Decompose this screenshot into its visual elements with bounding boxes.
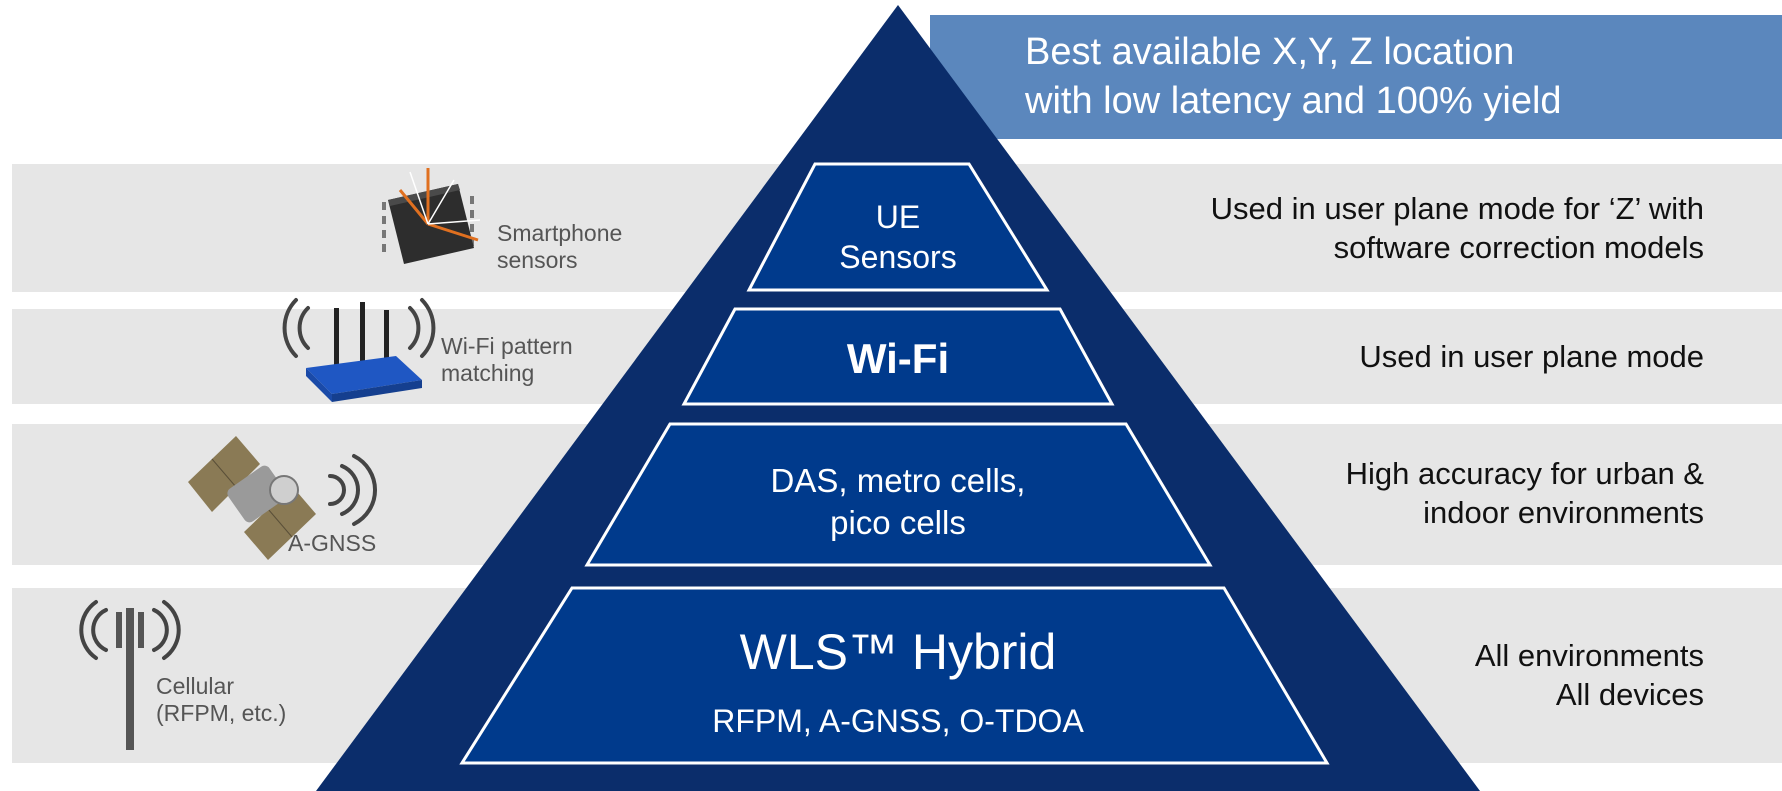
description-wls-line-2: All devices: [1555, 677, 1704, 712]
icon-label-cellular: Cellular (RFPM, etc.): [156, 673, 286, 727]
tier-das-label: DAS, metro cells, pico cells: [698, 460, 1098, 544]
description-das-line-2: indoor environments: [1423, 495, 1704, 530]
description-sensors-line-2: software correction models: [1333, 230, 1704, 265]
wifi-router-icon: [282, 298, 436, 402]
description-wifi-line-1: Used in user plane mode: [1359, 339, 1704, 374]
description-das: High accuracy for urban & indoor environ…: [1346, 454, 1704, 532]
description-wls: All environments All devices: [1475, 636, 1704, 714]
header-line-2: with low latency and 100% yield: [1025, 80, 1562, 122]
description-das-line-1: High accuracy for urban &: [1345, 456, 1704, 491]
tier-wls-shape: [459, 586, 1330, 765]
icon-label-satellite-line-1: A-GNSS: [288, 530, 377, 556]
tier-das-line-2: pico cells: [830, 504, 966, 541]
tier-ue-sensors-line-2: Sensors: [839, 239, 957, 275]
tier-ue-sensors-label: UE Sensors: [798, 197, 998, 277]
tier-wls-subtitle: RFPM, A-GNSS, O-TDOA: [712, 703, 1084, 739]
tier-ue-sensors-shape: [746, 162, 1050, 292]
tier-das-line-1: DAS, metro cells,: [770, 462, 1026, 499]
satellite-icon: [188, 436, 377, 560]
description-wifi: Used in user plane mode: [1359, 337, 1704, 376]
tier-ue-sensors-line-1: UE: [875, 199, 921, 235]
tier-wls-title: WLS™ Hybrid: [739, 624, 1057, 680]
sensor-chip-icon: [382, 168, 481, 264]
cell-tower-icon: [79, 600, 181, 750]
icon-label-sensors: Smartphone sensors: [497, 220, 622, 274]
description-sensors: Used in user plane mode for ‘Z’ with sof…: [1211, 189, 1704, 267]
header-line-1: Best available X,Y, Z location: [1025, 31, 1515, 73]
icon-label-wifi-line-2: matching: [441, 360, 535, 386]
icon-label-wifi: Wi-Fi pattern matching: [441, 333, 573, 387]
icon-label-sensors-line-1: Smartphone: [497, 220, 623, 246]
icon-label-sensors-line-2: sensors: [497, 247, 578, 273]
description-wls-line-1: All environments: [1474, 638, 1704, 673]
description-sensors-line-1: Used in user plane mode for ‘Z’ with: [1210, 191, 1704, 226]
icon-label-cellular-line-1: Cellular: [156, 673, 234, 699]
tier-wifi-label: Wi-Fi: [846, 335, 950, 382]
header-text: Best available X,Y, Z location with low …: [1025, 28, 1562, 126]
header-banner: [930, 15, 1782, 139]
icon-label-cellular-line-2: (RFPM, etc.): [156, 700, 287, 726]
tier-wifi-shape: [681, 307, 1115, 406]
icon-label-wifi-line-1: Wi-Fi pattern: [441, 333, 573, 359]
icon-label-satellite: A-GNSS: [288, 530, 376, 557]
tier-das-shape: [584, 422, 1213, 567]
